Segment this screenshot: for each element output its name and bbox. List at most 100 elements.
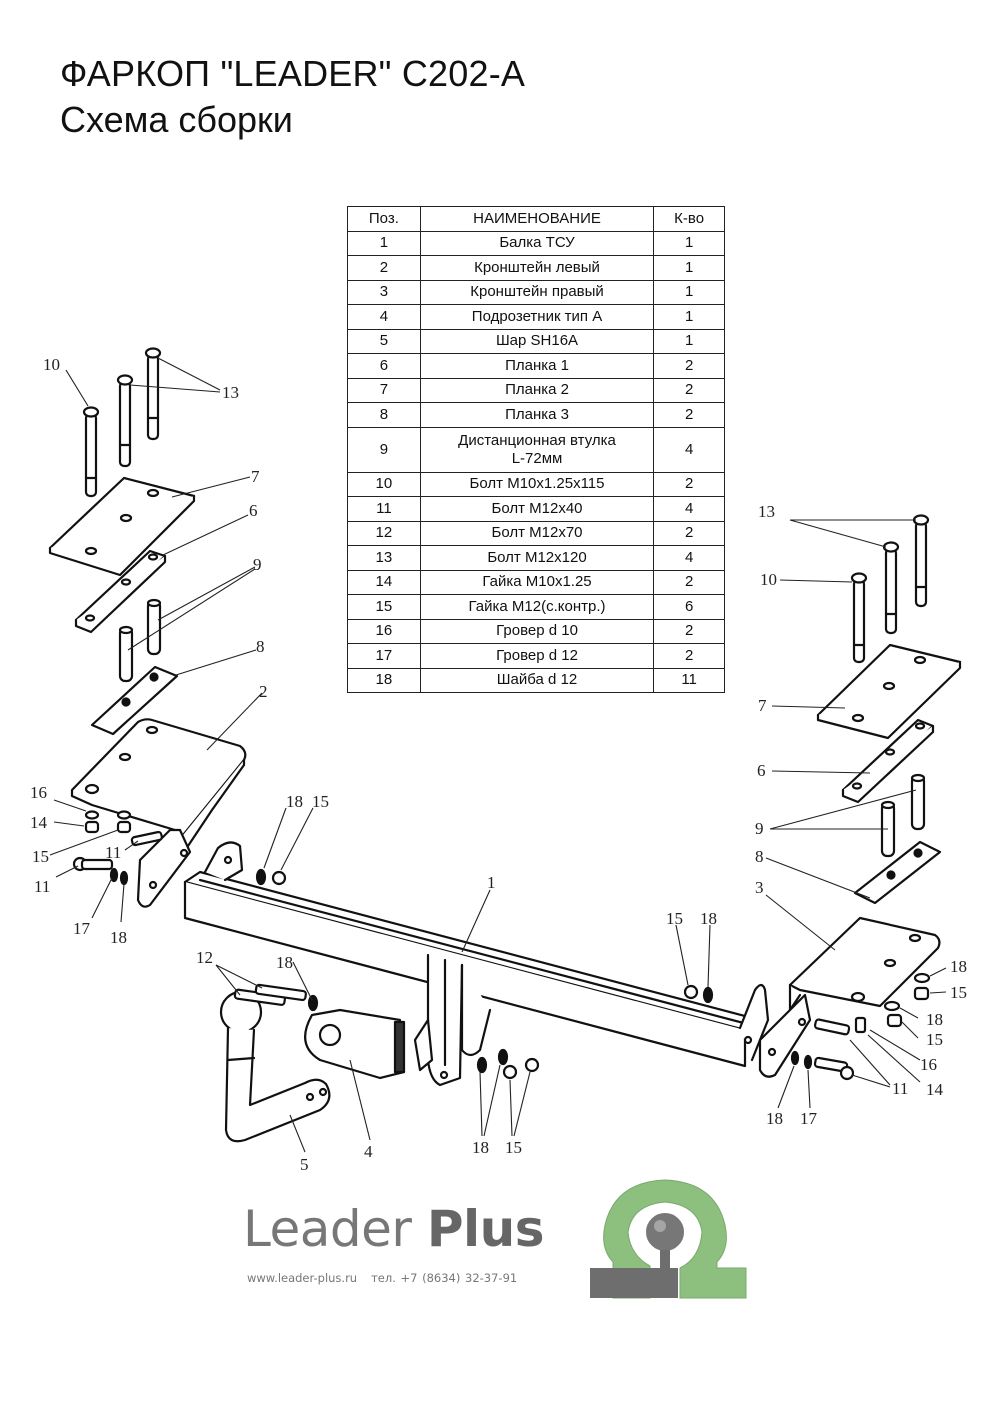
leader-plus-logo-icon xyxy=(590,1179,747,1299)
callout-label: 9 xyxy=(755,819,764,838)
cell-pos: 11 xyxy=(347,496,421,522)
cell-name: Гровер d 12 xyxy=(419,643,655,669)
plate-8-right xyxy=(853,840,942,905)
callout-label: 15 xyxy=(950,983,967,1002)
callout-label: 18 xyxy=(472,1138,489,1157)
cell-name: Планка 3 xyxy=(419,402,655,428)
callout-label: 5 xyxy=(300,1155,309,1174)
cell-qty: 1 xyxy=(653,230,725,256)
cell-pos: 6 xyxy=(347,353,421,379)
column-header-pos: Поз. xyxy=(347,206,421,232)
callout-label: 10 xyxy=(760,570,777,589)
callout-label: 1 xyxy=(487,873,496,892)
cell-qty: 1 xyxy=(653,255,725,281)
bracket-3-right xyxy=(758,916,941,1078)
callout-label: 18 xyxy=(276,953,293,972)
callout-label: 17 xyxy=(73,919,91,938)
callout-label: 17 xyxy=(800,1109,818,1128)
brand-name-light: Leader xyxy=(243,1200,427,1258)
bolt-13-left-b xyxy=(144,347,162,441)
callout-label: 15 xyxy=(505,1138,522,1157)
bolt-10-right xyxy=(850,572,868,664)
contact-line: www.leader-plus.ru тел. +7 (8634) 32-37-… xyxy=(247,1271,517,1285)
callout-label: 13 xyxy=(222,383,239,402)
callout-label: 13 xyxy=(758,502,775,521)
bolt-13-right-b xyxy=(882,541,900,635)
callout-label: 14 xyxy=(30,813,48,832)
cell-qty: 1 xyxy=(653,304,725,330)
cell-pos: 18 xyxy=(347,667,421,693)
callout-label: 15 xyxy=(926,1030,943,1049)
plate-6-left xyxy=(74,549,167,634)
spacer-9-right xyxy=(880,773,926,858)
cell-pos: 14 xyxy=(347,569,421,595)
bolt-13-left-a xyxy=(116,374,134,468)
beam-1 xyxy=(183,841,770,1087)
cell-qty: 4 xyxy=(653,426,725,473)
hardware-left xyxy=(72,810,163,886)
spacer-9-left xyxy=(118,598,162,683)
cell-name: Подрозетник тип А xyxy=(419,304,655,330)
cell-name: Болт М12х70 xyxy=(419,520,655,546)
callout-label: 10 xyxy=(43,355,60,374)
callout-label: 12 xyxy=(196,948,213,967)
cell-name: Болт М10х1.25х115 xyxy=(419,471,655,497)
cell-qty: 2 xyxy=(653,618,725,644)
callout-label: 14 xyxy=(926,1080,944,1099)
callout-label: 11 xyxy=(892,1079,908,1098)
callout-label: 15 xyxy=(666,909,683,928)
plate-7-right xyxy=(816,643,962,740)
plate-6-right xyxy=(841,718,935,804)
cell-pos: 4 xyxy=(347,304,421,330)
website-link[interactable]: www.leader-plus.ru xyxy=(247,1271,358,1285)
bracket-2-left xyxy=(70,718,247,908)
page-title: ФАРКОП "LEADER" C202-A xyxy=(60,53,526,94)
brand-name-bold: Plus xyxy=(426,1200,545,1258)
page-subtitle: Схема сборки xyxy=(60,99,293,140)
cell-name: Планка 2 xyxy=(419,377,655,403)
callout-label: 8 xyxy=(755,847,764,866)
cell-qty: 4 xyxy=(653,496,725,522)
callout-label: 18 xyxy=(926,1010,943,1029)
hardware-right xyxy=(790,972,931,1081)
callout-label: 3 xyxy=(755,878,764,897)
callout-label: 6 xyxy=(249,501,258,520)
cell-name-line: L-72мм xyxy=(511,449,563,467)
callout-label: 15 xyxy=(312,792,329,811)
cell-qty: 11 xyxy=(653,667,725,693)
bolt-12 xyxy=(233,983,319,1012)
callout-label: 6 xyxy=(757,761,766,780)
cell-qty: 4 xyxy=(653,545,725,571)
callout-label: 16 xyxy=(30,783,47,802)
plate-8-left xyxy=(90,665,179,736)
callout-label: 7 xyxy=(758,696,767,715)
table-header-row: Поз. НАИМЕНОВАНИЕ К-во xyxy=(347,206,725,232)
plate-7-left xyxy=(48,476,196,577)
bolt-13-right-a xyxy=(912,514,930,608)
cell-name: Болт М12х40 xyxy=(419,496,655,522)
cell-name: Гайка М10х1.25 xyxy=(419,569,655,595)
cell-qty: 2 xyxy=(653,402,725,428)
cell-qty: 1 xyxy=(653,328,725,354)
cell-name-line: Дистанционная втулка xyxy=(458,431,616,449)
column-header-qty: К-во xyxy=(653,206,725,232)
cell-pos: 8 xyxy=(347,402,421,428)
phone-number: тел. +7 (8634) 32-37-91 xyxy=(371,1271,518,1285)
callout-label: 7 xyxy=(251,467,260,486)
socket-plate-4 xyxy=(304,1008,406,1080)
cell-name: Шар SH16A xyxy=(419,328,655,354)
cell-pos: 7 xyxy=(347,377,421,403)
callout-label: 4 xyxy=(364,1142,373,1161)
